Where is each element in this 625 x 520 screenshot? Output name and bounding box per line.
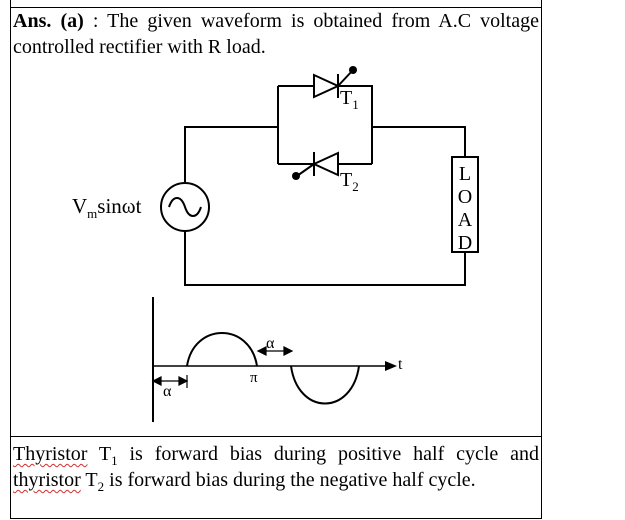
explanation-subscript: 2 [97, 479, 105, 494]
t2-label: T2 [340, 169, 359, 194]
wire-t1-branch [278, 85, 373, 164]
load-letter: A [458, 209, 473, 231]
pi-label: π [250, 370, 258, 386]
load-label: L O A D [458, 163, 473, 254]
wire-source-top [184, 126, 278, 183]
thyristor-t1-icon [313, 66, 357, 99]
answer-label: Ans. (a) [13, 10, 84, 32]
alpha-bottom-label: α [163, 383, 172, 400]
sine-symbol-icon [168, 197, 202, 217]
explanation-text: is forward bias during the negative half… [104, 469, 476, 491]
explanation-text: T [87, 443, 112, 465]
explanation-word: Thyristor [13, 443, 88, 465]
explanation-text: T [80, 469, 98, 491]
alpha-top-marker [256, 346, 294, 356]
thyristor-t2-icon [292, 151, 339, 180]
load-box [451, 156, 479, 253]
wire-bottom [184, 231, 466, 286]
frame-top-border [10, 7, 542, 8]
time-axis-arrow-icon [385, 361, 397, 371]
load-letter: D [458, 232, 472, 254]
answer-text: : The given waveform is obtained from A.… [13, 10, 539, 58]
load-letter: O [458, 186, 472, 208]
t1-label: T1 [340, 87, 359, 112]
explanation-paragraph: Thyristor T1 is forward bias during posi… [13, 441, 539, 493]
source-label: Vmsinωt [72, 194, 142, 221]
time-axis-label: t [398, 356, 403, 373]
explanation-text: is forward bias during positive half cyc… [117, 443, 540, 465]
positive-half-cycle [186, 332, 258, 367]
answer-frame [10, 0, 542, 519]
explanation-subscript: 1 [111, 453, 118, 468]
wire-right-top [372, 126, 466, 157]
circuit-wires [184, 85, 466, 286]
negative-half-cycle [290, 365, 360, 405]
load-letter: L [459, 163, 471, 185]
explanation-word: thyristor [13, 469, 81, 491]
section-divider [10, 436, 542, 437]
alpha-top-label: α [266, 335, 275, 352]
answer-paragraph: Ans. (a) : The given waveform is obtaine… [13, 8, 539, 60]
alpha-bottom-marker [151, 375, 189, 388]
